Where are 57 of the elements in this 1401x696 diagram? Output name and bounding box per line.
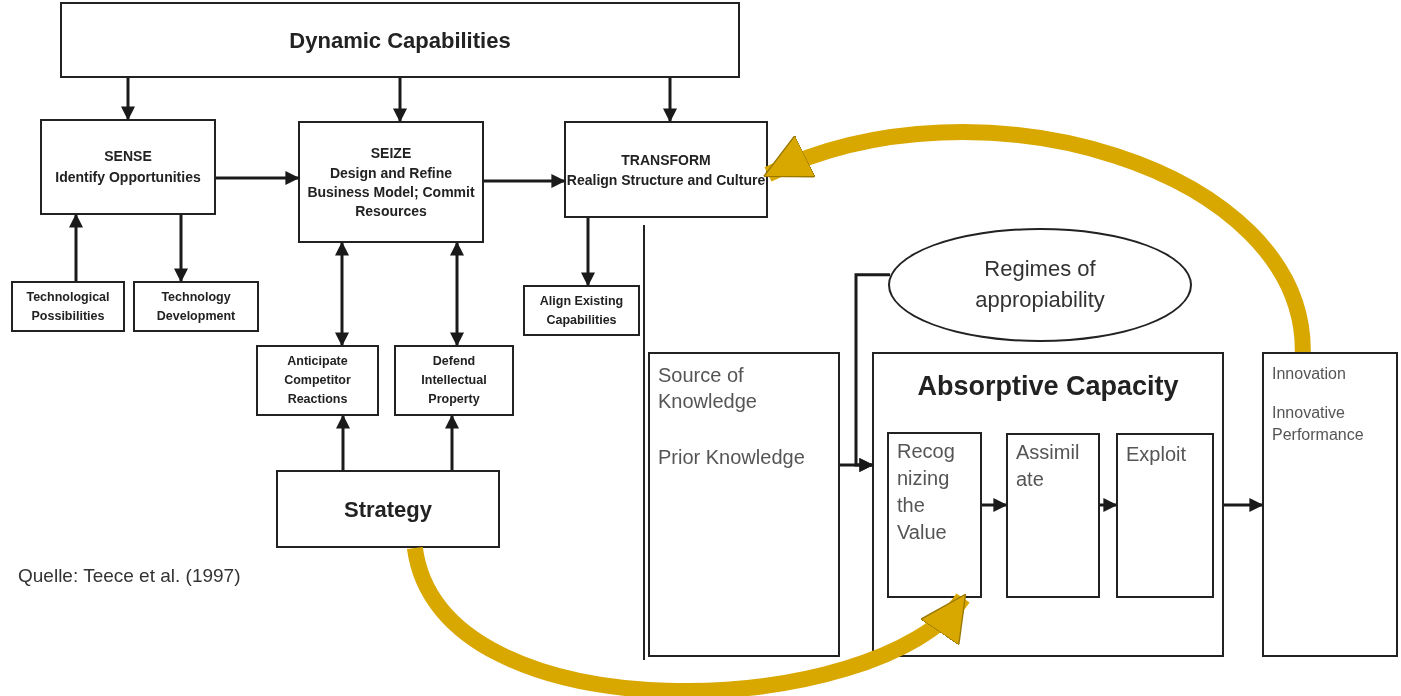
title-box: [60, 2, 740, 78]
process-box: [564, 121, 768, 218]
arrow: [581, 218, 595, 287]
node-label: Technological Possibilities: [25, 288, 111, 325]
arrow: [393, 78, 407, 123]
arrow: [854, 273, 890, 472]
process-box: [648, 352, 840, 657]
arrow: [336, 414, 350, 470]
node-label: Align Existing Capabilities: [538, 292, 625, 329]
process-box: [523, 285, 640, 336]
node-label: Exploit: [1126, 442, 1187, 467]
process-box: [887, 432, 982, 598]
node-label: Recog nizing the Value: [897, 439, 956, 545]
node-label: Prior Knowledge: [658, 445, 805, 470]
node-label: Anticipate Competitor Reactions: [283, 353, 352, 408]
source-note: Quelle: Teece et al. (1997): [18, 564, 242, 588]
node-label: Defend Intellectual Property: [420, 353, 488, 408]
process-box: [1262, 352, 1398, 657]
arrow: [69, 213, 83, 281]
node-heading: SENSE: [104, 147, 152, 166]
arrow: [982, 498, 1008, 512]
process-box: [40, 119, 216, 215]
node-label: Identify Opportunities: [55, 168, 201, 187]
node-heading: Innovation: [1272, 364, 1346, 384]
node-heading: SEIZE: [370, 144, 412, 164]
node-heading: Source of Knowledge: [658, 363, 758, 414]
container-box: [872, 352, 1224, 657]
arrow: [216, 171, 300, 185]
process-box: [11, 281, 125, 332]
curved-arrow: [407, 545, 969, 696]
curved-arrow: [763, 124, 1311, 354]
node-label: Dynamic Capabilities: [289, 26, 511, 55]
node-label: Innovative Performance: [1272, 403, 1365, 446]
arrow: [121, 78, 135, 121]
process-box: [133, 281, 259, 332]
node-label: Assimil ate: [1016, 440, 1081, 492]
process-box: [276, 470, 500, 548]
arrow: [335, 241, 349, 347]
process-box: [1006, 433, 1100, 598]
node-label: Absorptive Capacity: [917, 370, 1179, 403]
arrow: [484, 174, 566, 188]
process-box: [1116, 433, 1214, 598]
process-box: [256, 345, 379, 416]
process-box: [298, 121, 484, 243]
node-heading: TRANSFORM: [621, 150, 711, 170]
process-box: [394, 345, 514, 416]
arrow: [1100, 498, 1118, 512]
node-label: Regimes of appropiability: [974, 255, 1106, 314]
arrow: [445, 414, 459, 470]
node-label: Design and Refine Business Model; Commit Resources: [306, 164, 476, 221]
node-label: Realign Structure and Culture: [566, 170, 766, 190]
node-label: Technology Development: [155, 288, 237, 325]
arrow: [663, 78, 677, 123]
arrow: [174, 215, 188, 283]
arrow: [1224, 498, 1264, 512]
node-label: Strategy: [343, 495, 432, 524]
arrow: [450, 241, 464, 347]
